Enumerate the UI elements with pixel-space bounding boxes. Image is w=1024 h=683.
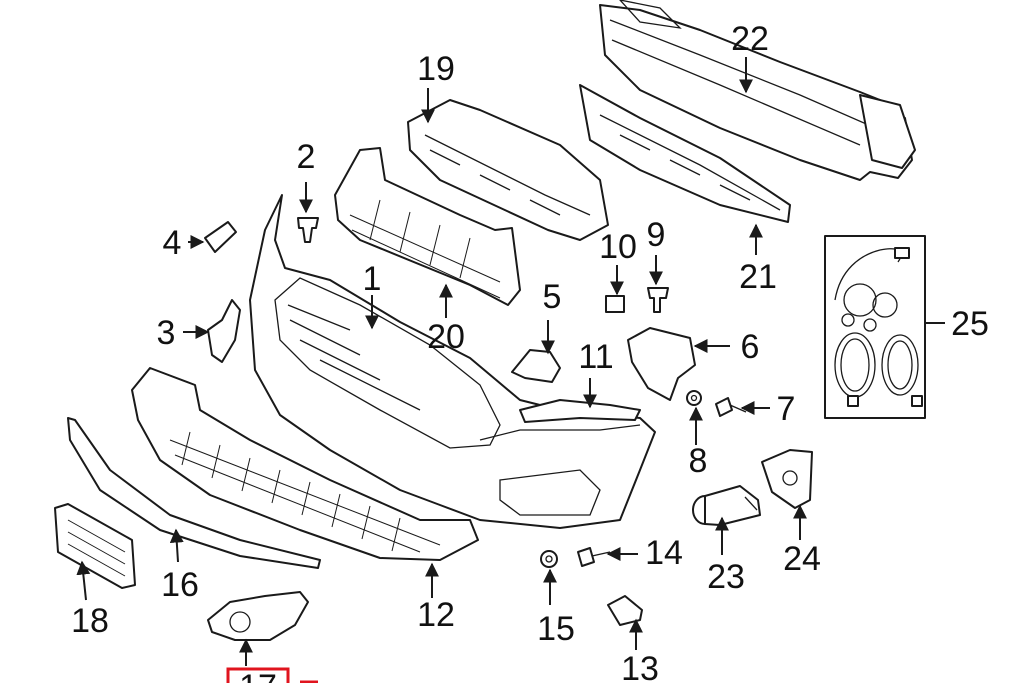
clip-13 (607, 595, 643, 626)
callout-22: 22 (731, 20, 769, 58)
parking-sensor-bracket (761, 449, 813, 509)
fog-lamp-bezel (207, 591, 309, 641)
washer-8 (686, 390, 702, 406)
retainer-clip-top (297, 217, 319, 243)
callout-14: 14 (645, 534, 683, 572)
leader-lines (76, 57, 945, 666)
callout-labels: 1 2 3 4 5 6 7 8 9 10 11 12 13 14 15 16 1… (71, 20, 989, 683)
bolt-14 (577, 547, 611, 567)
callout-3: 3 (157, 314, 176, 352)
callout-1: 1 (363, 260, 382, 298)
callout-2: 2 (297, 138, 316, 176)
callout-5: 5 (543, 278, 562, 316)
callout-16: 16 (161, 566, 199, 604)
callout-9: 9 (647, 216, 666, 254)
bumper-reinforcement-beam (599, 0, 916, 181)
callout-11: 11 (578, 338, 613, 376)
grille-support-upper (407, 99, 609, 241)
callout-7: 7 (777, 390, 796, 428)
parking-sensor (692, 485, 761, 526)
bolt-9 (647, 287, 669, 313)
callout-4: 4 (163, 224, 182, 262)
callout-12: 12 (417, 596, 455, 634)
callout-6: 6 (741, 328, 760, 366)
callout-18: 18 (71, 602, 109, 640)
leader-18 (76, 560, 91, 601)
callout-21: 21 (739, 258, 777, 296)
license-plate-bracket (54, 503, 136, 589)
nut-15 (540, 550, 558, 568)
callout-13: 13 (621, 650, 659, 683)
wiring-harness-kit (824, 235, 926, 419)
screw-7 (715, 397, 747, 417)
callout-17-highlight-box (226, 667, 290, 683)
callout-17: 17 (239, 668, 277, 683)
callout-15: 15 (537, 610, 575, 648)
clip-10 (605, 295, 625, 313)
front-bumper-cover (249, 194, 656, 529)
energy-absorber (579, 84, 791, 223)
callout-19: 19 (417, 50, 455, 88)
callout-20: 20 (427, 318, 465, 356)
bracket-left (207, 299, 241, 363)
leader-16 (169, 528, 184, 563)
side-marker-cover (204, 221, 237, 253)
lower-trim-strip (67, 417, 321, 569)
side-bracket (627, 327, 696, 401)
callout-23: 23 (707, 558, 745, 596)
callout-24: 24 (783, 540, 821, 578)
bracket-center (511, 349, 561, 383)
callout-8: 8 (689, 442, 708, 480)
lower-spoiler-grille (131, 367, 479, 561)
grille-trim-molding (519, 399, 641, 423)
callout-25: 25 (951, 305, 989, 343)
grille-support-lower (334, 147, 521, 306)
callout-10: 10 (599, 228, 637, 266)
